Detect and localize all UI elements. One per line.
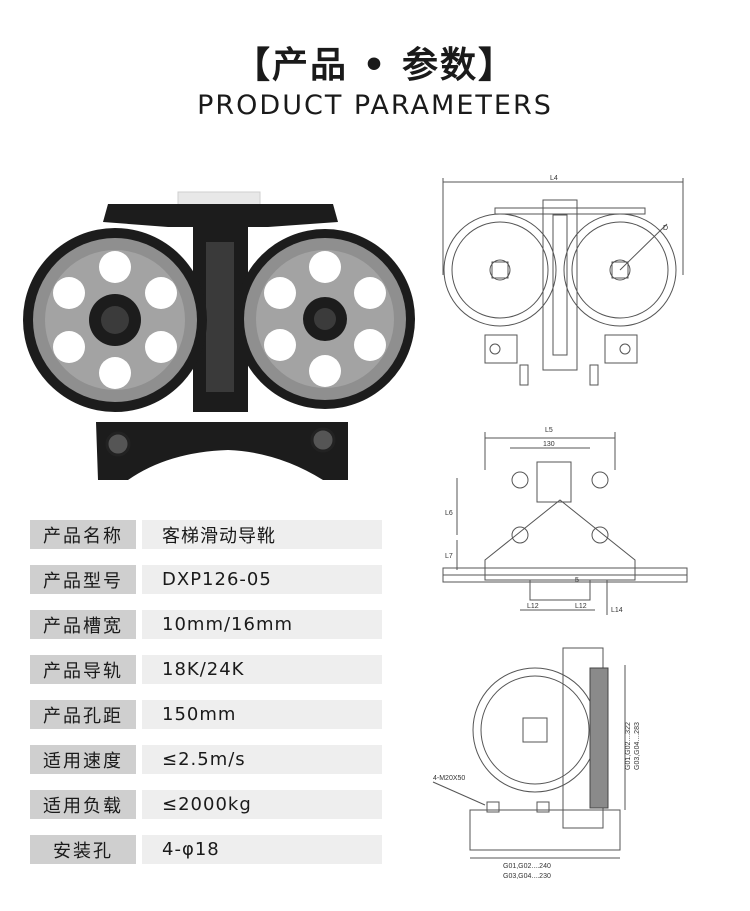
dim-l5: L5 <box>545 427 553 434</box>
param-row-speed: 适用速度 ≤2.5m/s <box>30 745 382 774</box>
param-label: 产品型号 <box>30 565 136 594</box>
param-label: 产品孔距 <box>30 700 136 729</box>
dim-g12-base: G01,G02....240 <box>503 863 551 870</box>
dim-5: 5 <box>575 577 579 584</box>
page-title-cn: 【产品 • 参数】 <box>233 45 517 86</box>
dim-l12b: L12 <box>575 603 587 610</box>
param-label: 安装孔 <box>30 835 136 864</box>
param-value: 18K/24K <box>142 655 382 684</box>
param-row-slot-width: 产品槽宽 10mm/16mm <box>30 610 382 639</box>
param-value: 4-φ18 <box>142 835 382 864</box>
right-wheel <box>235 229 415 409</box>
technical-drawings: L4 D L5 130 L6 <box>432 175 688 880</box>
param-label: 产品槽宽 <box>30 610 136 639</box>
param-row-name: 产品名称 客梯滑动导靴 <box>30 520 382 549</box>
dim-l4: L4 <box>550 175 558 182</box>
param-row-rail: 产品导轨 18K/24K <box>30 655 382 684</box>
param-row-mounting-holes: 安装孔 4-φ18 <box>30 835 382 864</box>
param-label: 适用负载 <box>30 790 136 819</box>
param-value: 10mm/16mm <box>142 610 382 639</box>
dim-d: D <box>663 225 668 232</box>
param-value: ≤2000kg <box>142 790 382 819</box>
top-view-drawing: L5 130 L6 L7 L12 L12 L14 5 <box>442 427 688 615</box>
dim-g34: G03,G04....283 <box>634 722 641 770</box>
param-label: 产品导轨 <box>30 655 136 684</box>
dim-l6: L6 <box>445 510 453 517</box>
param-row-load: 适用负载 ≤2000kg <box>30 790 382 819</box>
dim-l12a: L12 <box>527 603 539 610</box>
dim-l7: L7 <box>445 553 453 560</box>
left-wheel <box>23 228 207 412</box>
param-row-hole-distance: 产品孔距 150mm <box>30 700 382 729</box>
dim-g12: G01,G02....322 <box>625 722 632 770</box>
param-value: ≤2.5m/s <box>142 745 382 774</box>
param-label: 产品名称 <box>30 520 136 549</box>
product-photo <box>23 191 415 480</box>
param-row-model: 产品型号 DXP126-05 <box>30 565 382 594</box>
page-title-en: PRODUCT PARAMETERS <box>197 90 553 121</box>
front-view-drawing: L4 D <box>442 175 684 386</box>
param-value: 客梯滑动导靴 <box>142 520 382 549</box>
dim-130: 130 <box>543 441 555 448</box>
dim-bolt: 4-M20X50 <box>433 775 465 782</box>
dim-g34-base: G03,G04....230 <box>503 873 551 880</box>
param-label: 适用速度 <box>30 745 136 774</box>
dim-l14: L14 <box>611 607 623 614</box>
param-value: 150mm <box>142 700 382 729</box>
param-value: DXP126-05 <box>142 565 382 594</box>
side-view-drawing: G01,G02....322 G03,G04....283 4-M20X50 G… <box>432 647 641 880</box>
